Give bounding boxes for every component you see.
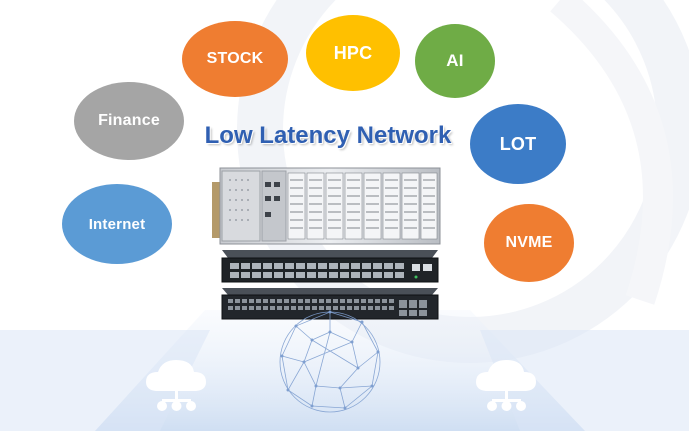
- chassis-switch: [212, 167, 441, 245]
- cloud-network-icon: [146, 360, 206, 411]
- bubble-ai: AI: [415, 24, 495, 98]
- cloud-network-icon: [476, 360, 536, 411]
- top-switch: [221, 250, 439, 283]
- bubble-nvme: NVME: [484, 204, 574, 282]
- bubble-nvme-label: NVME: [505, 234, 553, 251]
- bubble-internet-label: Internet: [88, 215, 146, 233]
- bubble-hpc: HPC: [306, 15, 400, 91]
- bubble-stock-label: STOCK: [206, 50, 264, 67]
- bubble-stock: STOCK: [182, 21, 288, 97]
- bubble-finance: Finance: [74, 82, 184, 160]
- bubble-lot-label: LOT: [499, 133, 537, 154]
- bubble-hpc-label: HPC: [333, 42, 373, 63]
- bubble-finance-label: Finance: [98, 112, 160, 129]
- bubble-internet: Internet: [62, 184, 172, 264]
- light-beam: [95, 310, 585, 431]
- bubble-ai-label: AI: [446, 51, 464, 70]
- bubble-lot: LOT: [470, 104, 566, 184]
- bottom-switch: [221, 288, 439, 320]
- page-title: Low Latency Network: [204, 122, 452, 149]
